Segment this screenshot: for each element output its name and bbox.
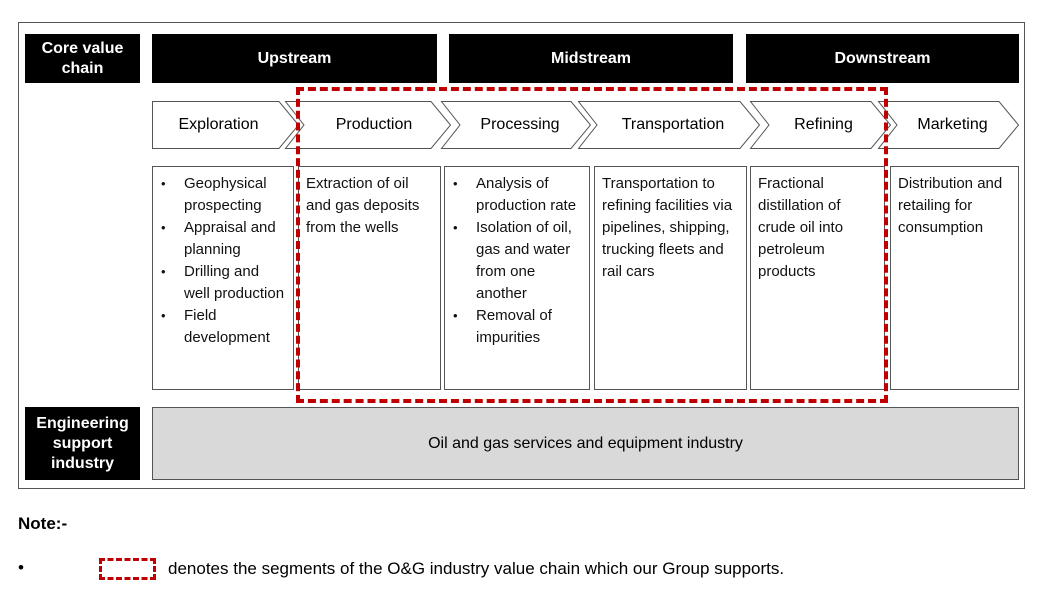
- desc-processing: Analysis of production rate Isolation of…: [444, 166, 590, 390]
- desc-production: Extraction of oil and gas deposits from …: [298, 166, 441, 390]
- group-support-highlight: [296, 87, 888, 403]
- stage-label: Transportation: [621, 116, 725, 133]
- desc-text: Fractional distillation of crude oil int…: [758, 175, 844, 280]
- segment-midstream: Midstream: [449, 34, 733, 83]
- core-value-chain-label: Core value chain: [25, 34, 140, 83]
- list-item: Removal of impurities: [451, 305, 583, 349]
- list-item: Isolation of oil, gas and water from one…: [451, 217, 583, 305]
- chevron-shape: [577, 101, 761, 149]
- stage-exploration: Exploration: [152, 101, 300, 149]
- chevron-shape: [284, 101, 452, 149]
- chevron-shape: [440, 101, 592, 149]
- desc-transportation: Transportation to refining facilities vi…: [594, 166, 747, 390]
- services-bar: Oil and gas services and equipment indus…: [152, 407, 1019, 480]
- desc-exploration: Geophysical prospecting Appraisal and pl…: [152, 166, 294, 390]
- list-item: Field development: [159, 305, 287, 349]
- chevron-shape: [152, 101, 300, 149]
- stage-refining: Refining: [749, 101, 892, 149]
- chevron-shape: [877, 101, 1020, 149]
- stage-marketing: Marketing: [877, 101, 1020, 149]
- engineering-support-label: Engineering support industry: [25, 407, 140, 480]
- services-label: Oil and gas services and equipment indus…: [428, 434, 743, 452]
- dashed-legend-icon: [99, 558, 156, 580]
- segment-upstream: Upstream: [152, 34, 437, 83]
- note-title: Note:-: [18, 514, 68, 533]
- chevron-shape: [749, 101, 892, 149]
- list-item: Appraisal and planning: [159, 217, 287, 261]
- stage-label: Refining: [794, 116, 853, 133]
- note-legend-text: denotes the segments of the O&G industry…: [168, 559, 785, 578]
- list-item: Analysis of production rate: [451, 173, 583, 217]
- stage-label: Exploration: [178, 116, 259, 133]
- note-bullet: •: [18, 558, 24, 577]
- stage-production: Production: [284, 101, 452, 149]
- desc-text: Extraction of oil and gas deposits from …: [306, 175, 420, 236]
- segment-downstream: Downstream: [746, 34, 1019, 83]
- desc-marketing: Distribution and retailing for consumpti…: [890, 166, 1019, 390]
- stage-processing: Processing: [440, 101, 592, 149]
- list-item: Drilling and well production: [159, 261, 287, 305]
- diagram-frame: [18, 22, 1025, 489]
- stage-label: Marketing: [917, 116, 988, 133]
- stage-label: Production: [335, 116, 413, 133]
- list-item: Geophysical prospecting: [159, 173, 287, 217]
- stage-transportation: Transportation: [577, 101, 761, 149]
- desc-text: Transportation to refining facilities vi…: [602, 175, 733, 280]
- stage-label: Processing: [480, 116, 560, 133]
- desc-text: Distribution and retailing for consumpti…: [898, 175, 1003, 236]
